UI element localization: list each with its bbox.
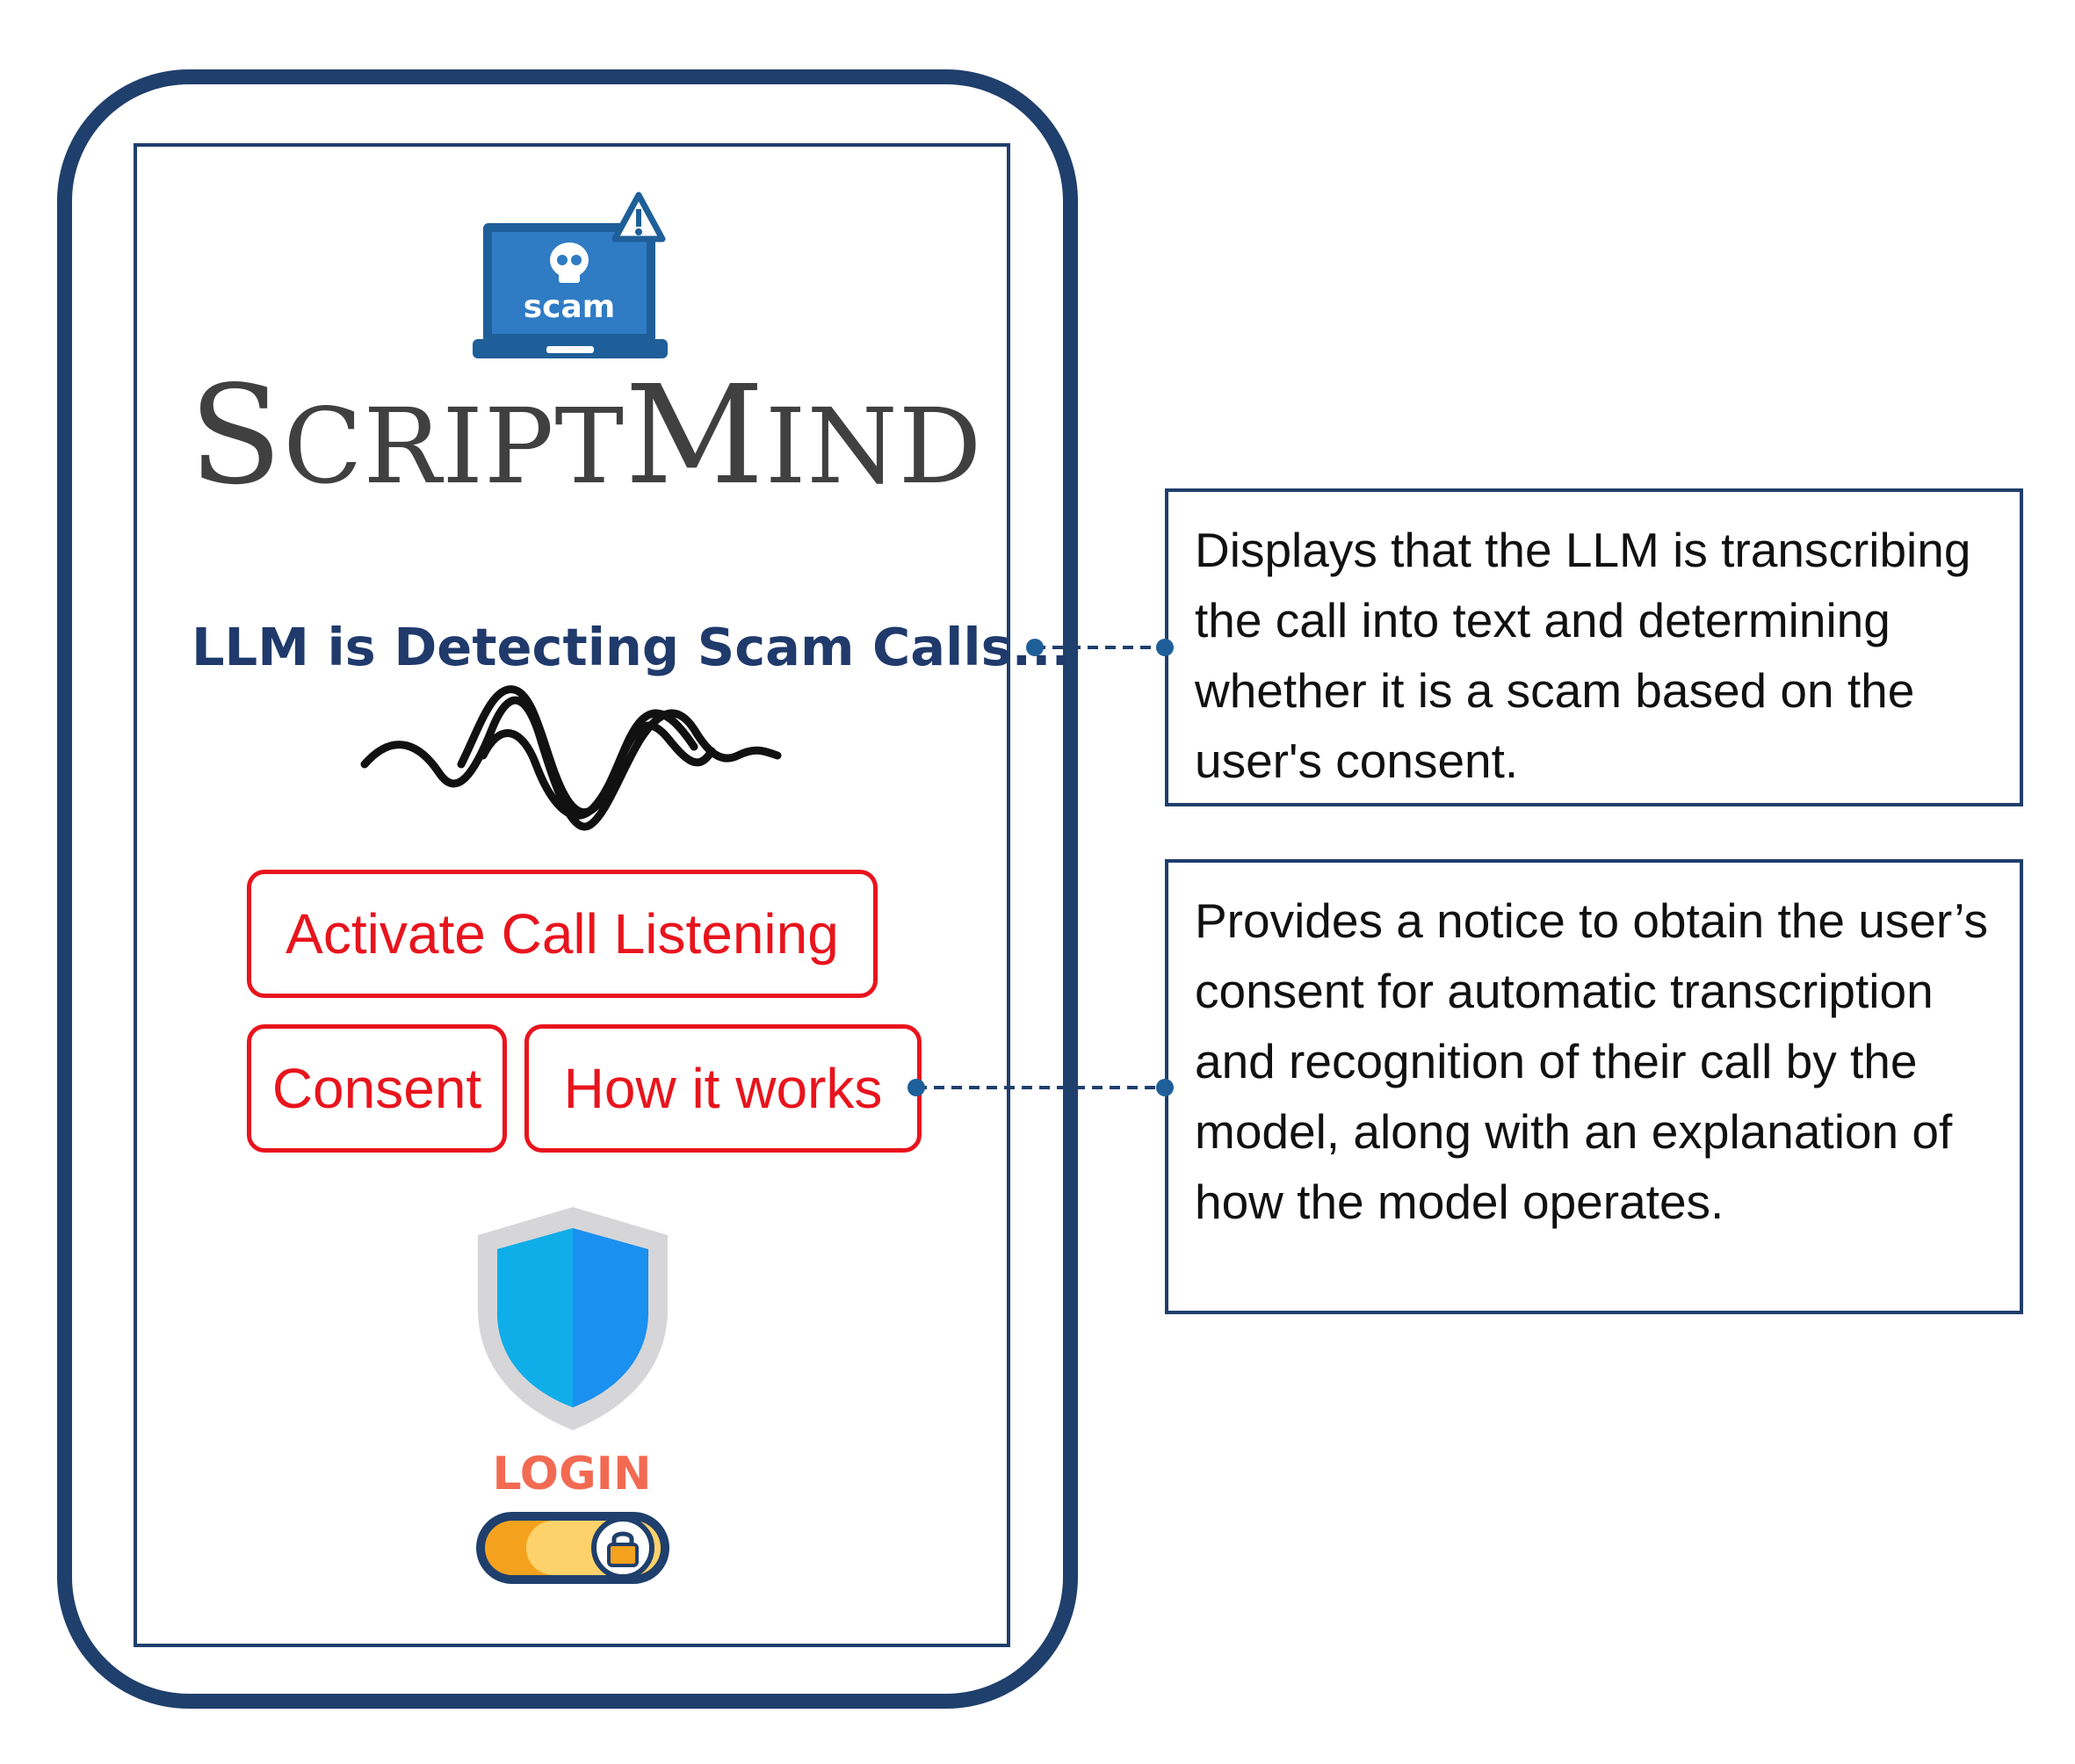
- app-title: SCRIPTMIND: [189, 356, 983, 515]
- how-it-works-button[interactable]: How it works: [524, 1024, 922, 1153]
- scam-badge-text: scam: [524, 289, 616, 325]
- activate-call-listening-button[interactable]: Activate Call Listening: [247, 870, 878, 998]
- consent-button[interactable]: Consent: [247, 1024, 507, 1153]
- scam-laptop-icon: scam: [473, 192, 668, 358]
- status-annotation-box: Displays that the LLM is transcribing th…: [1165, 488, 2023, 806]
- audio-waveform-icon: [360, 685, 782, 831]
- consent-annotation-box: Provides a notice to obtain the user’s c…: [1165, 859, 2023, 1314]
- shield-icon: [478, 1207, 668, 1430]
- login-toggle[interactable]: [474, 1509, 672, 1587]
- phone-frame: [57, 69, 1078, 1709]
- detecting-status-text: LLM is Detecting Scam Calls...: [192, 617, 1071, 677]
- login-label: LOGIN: [492, 1448, 652, 1500]
- lock-icon: [607, 1531, 639, 1567]
